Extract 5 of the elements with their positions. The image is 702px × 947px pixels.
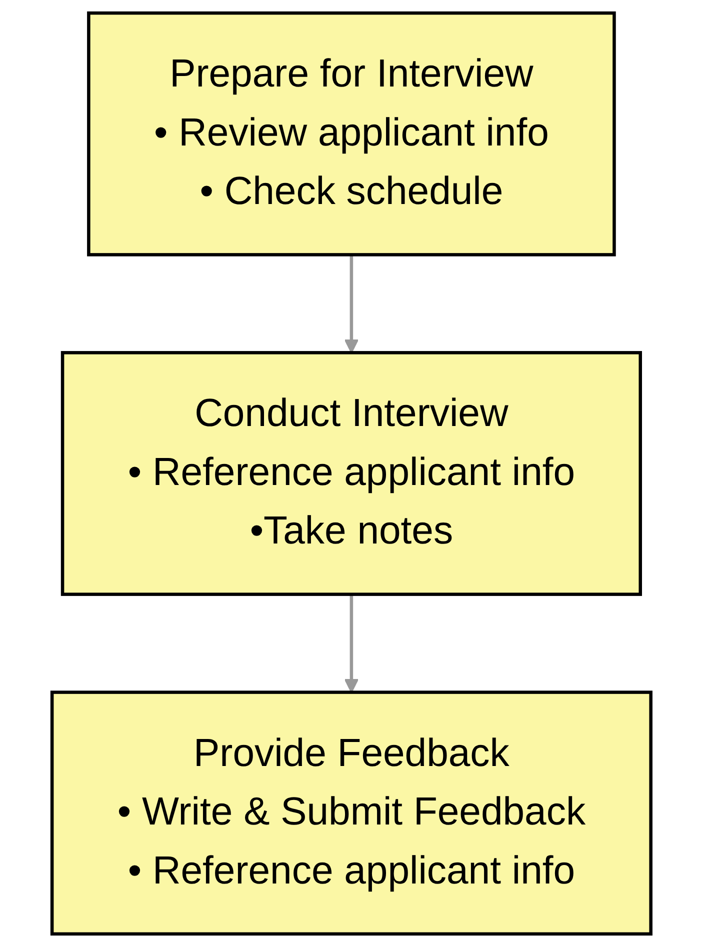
arrow — [344, 254, 358, 354]
node-box: Prepare for Interview • Review applicant info • Check schedule — [86, 11, 616, 256]
node-box: Conduct Interview • Reference applicant info •Take notes — [60, 351, 642, 596]
arrow — [344, 594, 358, 693]
node-box: Provide Feedback • Write & Submit Feedback • Reference applicant info — [50, 690, 652, 936]
